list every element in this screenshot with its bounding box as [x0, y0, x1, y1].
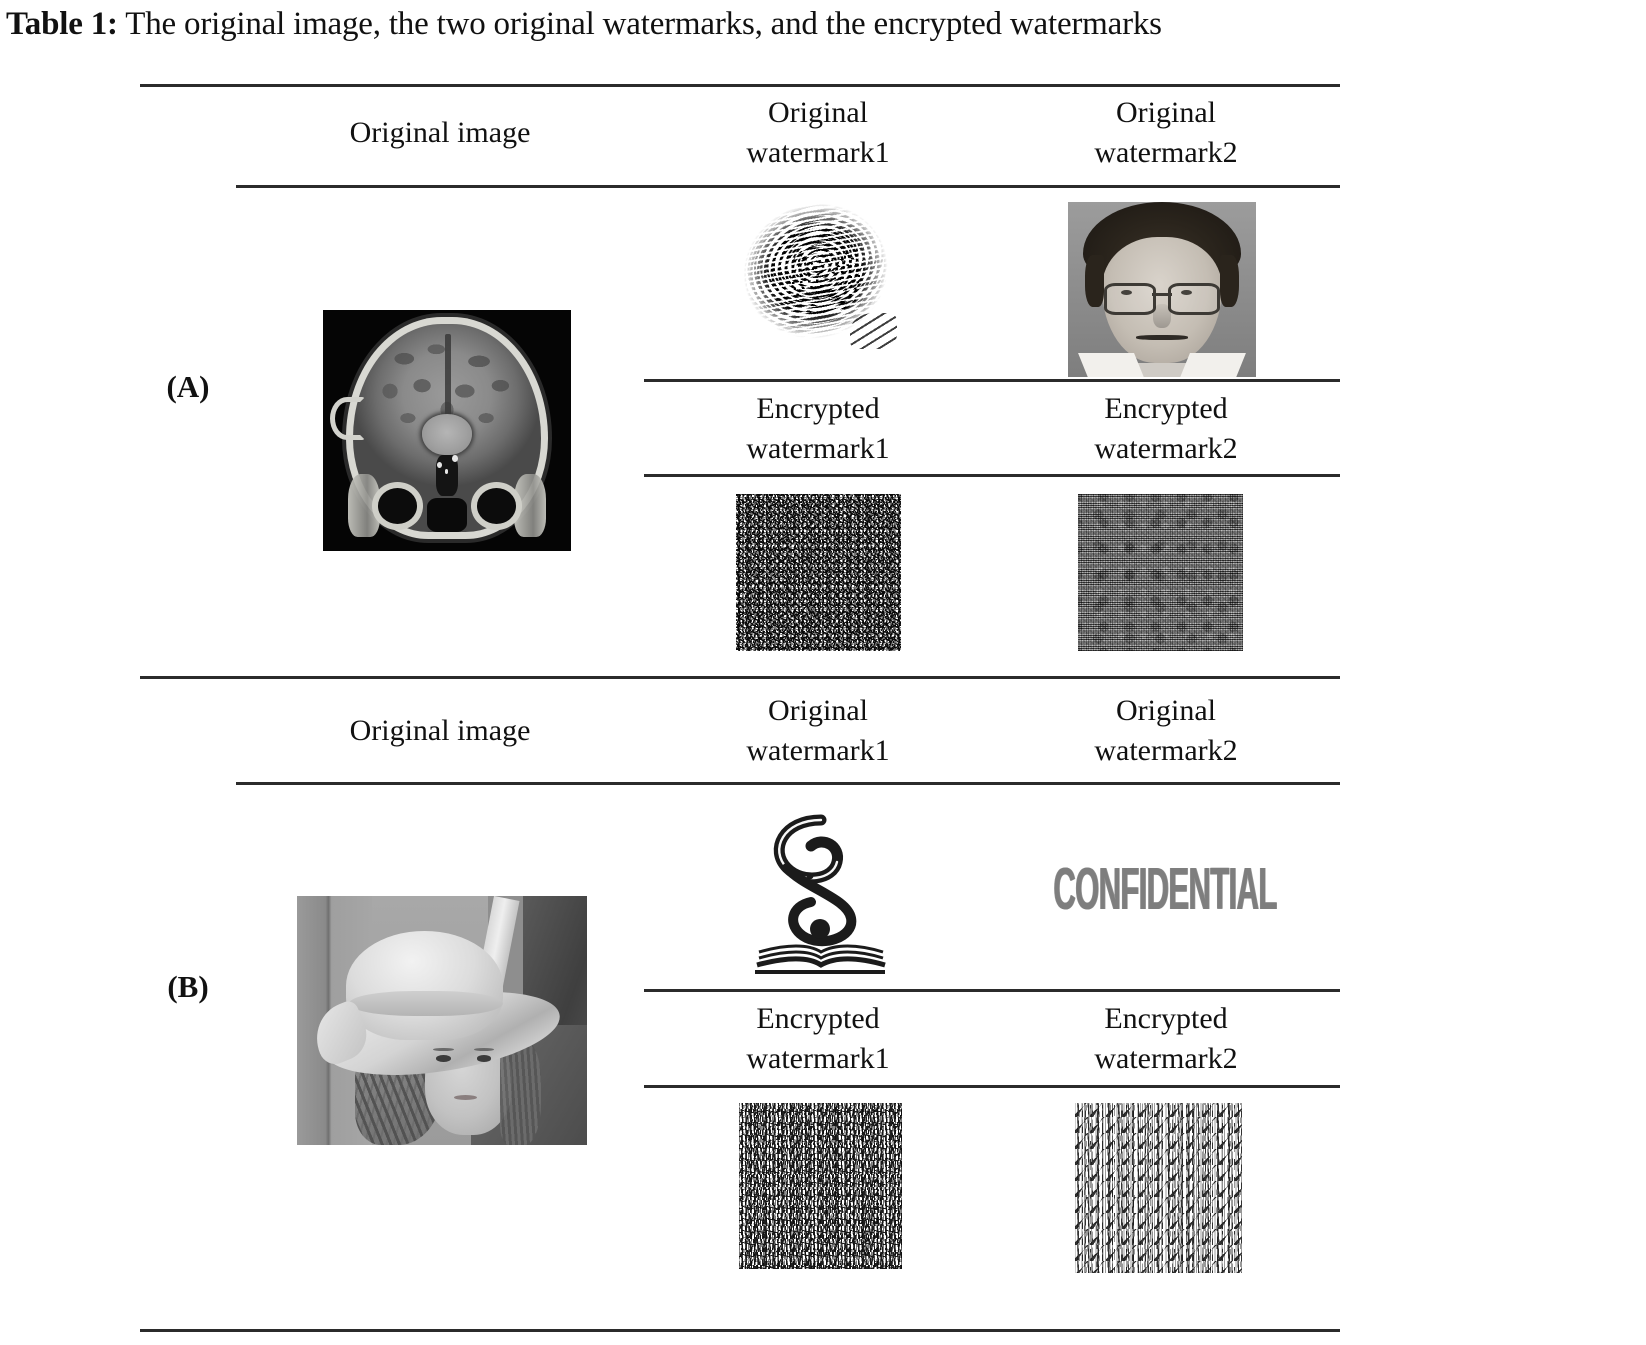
header-line-2: watermark2: [1094, 432, 1238, 465]
header-original-watermark2-a: Original watermark2: [992, 93, 1340, 173]
header-line-1: Encrypted: [756, 392, 880, 425]
row-group-label-b: (B): [167, 969, 209, 1004]
rule-under-encrypted-headers-b: [644, 1085, 1340, 1088]
caption-label: Table 1:: [6, 6, 118, 42]
mri-bright-spot: [444, 469, 449, 474]
original-image-lena-b: [297, 896, 587, 1145]
header-line-1: Encrypted: [756, 1002, 880, 1035]
mri-ventricle: [422, 413, 472, 455]
rule-above-encrypted-headers-b: [644, 989, 1340, 992]
header-line-2: watermark2: [1094, 1042, 1238, 1075]
lena-lips: [453, 1095, 477, 1101]
header-original-watermark2-b: Original watermark2: [992, 691, 1340, 771]
noise-layer-secondary: [736, 494, 901, 651]
header-encrypted-watermark1-a: Encrypted watermark1: [644, 389, 992, 469]
face-sideburn-right: [1220, 254, 1240, 307]
lena-eye-right: [476, 1055, 492, 1062]
noise-layer-primary: [1075, 1103, 1242, 1273]
fingerprint-tail: [850, 312, 898, 349]
rule-under-original-headers-a: [236, 185, 1340, 188]
lena-hair-right: [500, 1040, 541, 1145]
face-collar-right: [1179, 352, 1246, 377]
encrypted-watermark2-noise-a: [1078, 494, 1243, 651]
face-glasses: [1103, 282, 1221, 315]
lena-hat-crown: [346, 930, 503, 1041]
mri-bright-spot: [451, 454, 459, 462]
caption-text: The original image, the two original wat…: [125, 6, 1162, 42]
encrypted-watermark1-noise-b: [739, 1103, 902, 1269]
section-separator-rule: [140, 676, 1340, 679]
row-group-label-a: (A): [166, 369, 210, 404]
face-nose: [1152, 303, 1172, 328]
header-line-2: watermark1: [746, 1042, 890, 1075]
header-line-1: Original: [1116, 96, 1216, 129]
mri-sinus: [427, 497, 467, 532]
glasses-lens-right: [1167, 282, 1221, 315]
lena-brow-right: [473, 1047, 495, 1051]
header-encrypted-watermark1-b: Encrypted watermark1: [644, 999, 992, 1079]
results-table: (A) Original image Original watermark1 O…: [140, 84, 1340, 1334]
glasses-bridge: [1151, 293, 1173, 296]
header-original-image-b: Original image: [349, 714, 531, 747]
header-line-1: Encrypted: [1104, 1002, 1228, 1035]
face-oval: [1101, 237, 1223, 363]
mri-bright-spot: [437, 461, 443, 468]
rule-above-encrypted-headers-a: [644, 379, 1340, 382]
header-encrypted-watermark2-a: Encrypted watermark2: [992, 389, 1340, 469]
header-line-2: watermark1: [746, 136, 890, 169]
header-line-2: watermark1: [746, 734, 890, 767]
noise-layer-secondary: [739, 1103, 902, 1269]
noise-layer-secondary: [1075, 1103, 1242, 1273]
header-encrypted-watermark2-b: Encrypted watermark2: [992, 999, 1340, 1079]
face-mouth: [1135, 335, 1189, 340]
glasses-lens-left: [1103, 282, 1157, 315]
header-line-1: Original: [768, 694, 868, 727]
lena-brow-left: [433, 1047, 454, 1051]
face-sideburn-left: [1084, 254, 1104, 307]
rule-under-original-headers-b: [236, 782, 1340, 785]
mri-orbit-left: [377, 488, 418, 525]
table-caption: Table 1: The original image, the two ori…: [6, 2, 1640, 46]
header-original-watermark1-b: Original watermark1: [644, 691, 992, 771]
noise-layer-secondary: [1078, 494, 1243, 651]
table-bottom-rule: [140, 1329, 1340, 1332]
header-line-2: watermark2: [1094, 734, 1238, 767]
table-top-rule: [140, 84, 1340, 87]
encrypted-watermark1-noise-a: [736, 494, 901, 651]
encrypted-watermark2-noise-b: [1075, 1103, 1242, 1273]
original-watermark2-confidential-b: CONFIDENTIAL: [1050, 844, 1280, 934]
face-collar-left: [1078, 352, 1145, 377]
original-watermark1-logo-b: [725, 802, 915, 977]
header-line-1: Original: [768, 96, 868, 129]
confidential-text: CONFIDENTIAL: [1053, 855, 1277, 923]
logo-swirl-book-icon: [755, 814, 886, 974]
lena-eye-left: [436, 1055, 451, 1062]
rule-under-encrypted-headers-a: [644, 474, 1340, 477]
lena-hat-band: [349, 990, 503, 1016]
original-watermark1-fingerprint-a: [728, 197, 908, 362]
header-line-1: Original: [1116, 694, 1216, 727]
mri-orbit-right: [476, 488, 517, 525]
header-original-watermark1-a: Original watermark1: [644, 93, 992, 173]
header-line-1: Encrypted: [1104, 392, 1228, 425]
header-line-2: watermark2: [1094, 136, 1238, 169]
mri-ear: [330, 396, 366, 441]
original-image-mri-a: [323, 310, 571, 551]
original-watermark2-face-photo-a: [1068, 202, 1256, 377]
mri-midline: [445, 334, 452, 417]
mri-temporal-bone-left: [347, 473, 381, 537]
noise-layer-primary: [1078, 494, 1243, 651]
mri-temporal-bone-right: [513, 473, 547, 537]
header-line-2: watermark1: [746, 432, 890, 465]
face-eye-right: [1180, 289, 1193, 295]
header-original-image-a: Original image: [349, 116, 531, 149]
face-eye-left: [1120, 289, 1132, 295]
